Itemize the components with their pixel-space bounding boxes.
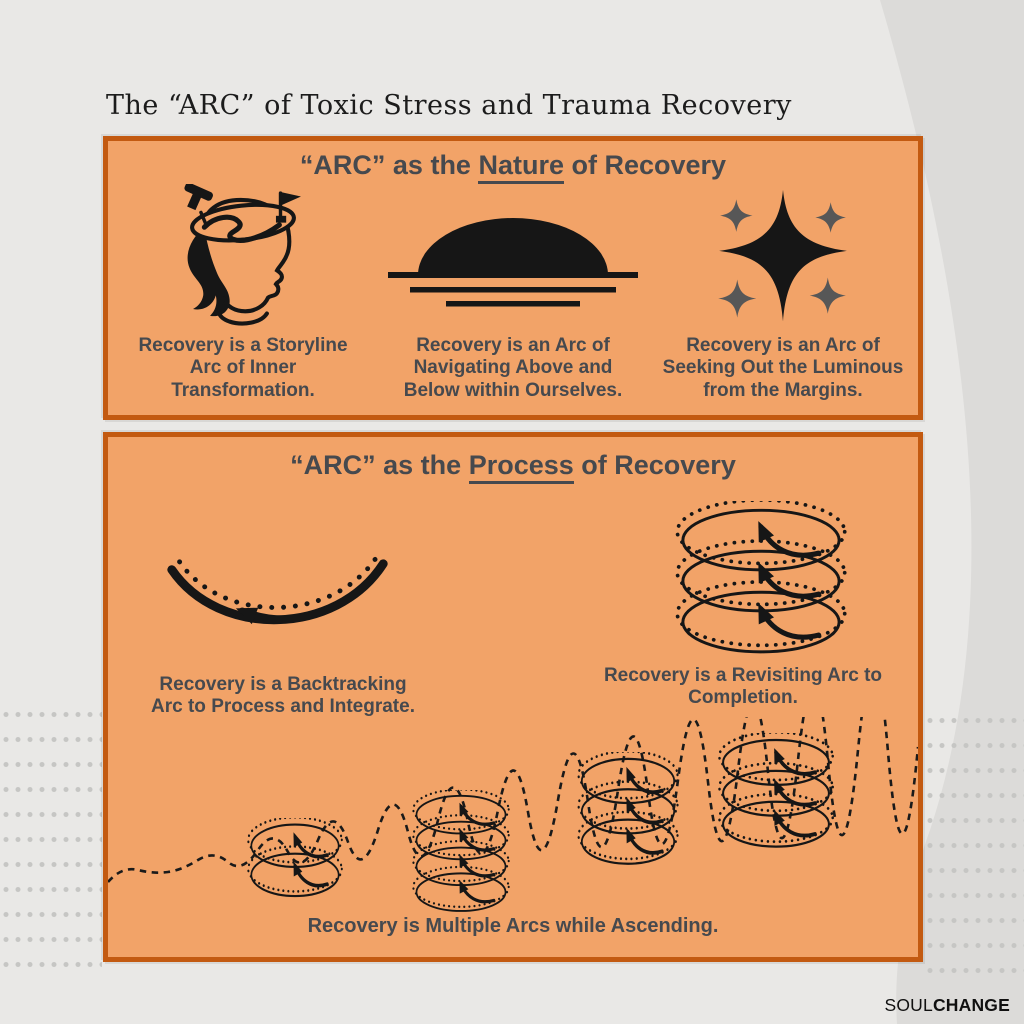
nature-panel: “ARC” as the Nature of Recovery: [103, 136, 923, 420]
ascending-coil-3: [573, 749, 683, 872]
dot-grid-left: [0, 702, 102, 968]
nature-item-storyline: Recovery is a Storyline Arc of Inner Tra…: [108, 183, 378, 402]
nature-items-row: Recovery is a Storyline Arc of Inner Tra…: [108, 183, 918, 402]
heading-suffix: of Recovery: [564, 150, 727, 180]
backtracking-arc-icon: [160, 552, 395, 660]
dot-grid-right: [924, 708, 1024, 978]
nature-item-luminous: Recovery is an Arc of Seeking Out the Lu…: [648, 183, 918, 402]
brand-logo: SOULCHANGE: [884, 995, 1010, 1016]
caption-horizon: Recovery is an Arc of Navigating Above a…: [403, 334, 623, 401]
caption-revisiting: Recovery is a Revisiting Arc to Completi…: [603, 665, 883, 709]
nature-panel-heading: “ARC” as the Nature of Recovery: [108, 149, 918, 184]
horizon-arc-icon: [378, 183, 648, 335]
caption-backtracking: Recovery is a Backtracking Arc to Proces…: [151, 674, 415, 718]
storyline-head-icon: [108, 183, 378, 335]
heading-suffix: of Recovery: [573, 450, 736, 480]
heading-underlined-word: Nature: [478, 150, 564, 184]
ascending-coil-1: [243, 816, 347, 904]
brand-part1: SOUL: [884, 995, 933, 1015]
caption-ascending: Recovery is Multiple Arcs while Ascendin…: [307, 915, 719, 937]
caption-luminous: Recovery is an Arc of Seeking Out the Lu…: [662, 334, 904, 401]
nature-item-horizon: Recovery is an Arc of Navigating Above a…: [378, 183, 648, 402]
process-panel-heading: “ARC” as the Process of Recovery: [108, 449, 918, 484]
brand-part2: CHANGE: [932, 995, 1010, 1015]
revisiting-coil-icon: [668, 498, 854, 663]
heading-prefix: “ARC” as the: [299, 150, 479, 180]
heading-underlined-word: Process: [468, 450, 574, 484]
caption-storyline: Recovery is a Storyline Arc of Inner Tra…: [138, 334, 348, 401]
ascending-path-line: [108, 717, 918, 883]
luminous-sparkles-icon: [648, 183, 918, 335]
process-panel: “ARC” as the Process of Recovery Recover…: [103, 432, 923, 962]
ascending-coil-2: [408, 788, 514, 918]
ascending-coil-4: [713, 730, 839, 855]
page-title: The “ARC” of Toxic Stress and Trauma Rec…: [106, 90, 792, 121]
heading-prefix: “ARC” as the: [290, 450, 469, 480]
